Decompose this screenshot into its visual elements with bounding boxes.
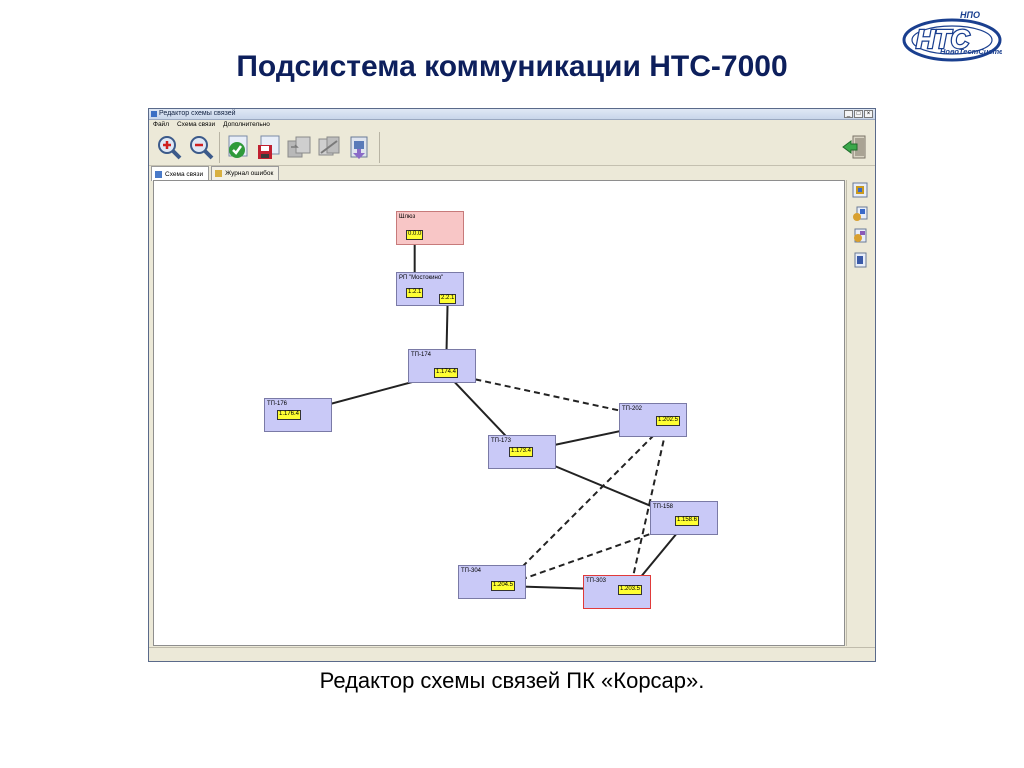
app-icon xyxy=(151,111,157,117)
logo-main-text: НТС xyxy=(916,24,971,54)
panel-icon-3[interactable] xyxy=(852,228,868,244)
tab-schema-label: Схема связи xyxy=(165,170,204,178)
exit-icon[interactable] xyxy=(841,133,869,161)
tab-error-log-label: Журнал ошибок xyxy=(225,170,274,177)
zoom-in-icon[interactable] xyxy=(155,133,183,161)
logo-top-text: НПО xyxy=(960,10,980,20)
port[interactable]: 1.2.1 xyxy=(406,288,424,298)
toolbar-separator xyxy=(219,132,220,163)
node-tp173[interactable]: ТП-173 1.173.4 xyxy=(488,435,556,469)
window-titlebar[interactable]: Редактор схемы связей _ □ × xyxy=(149,109,875,120)
menu-schema[interactable]: Схема связи xyxy=(176,121,216,128)
node-label: ТП-303 xyxy=(586,578,606,584)
node-tp303[interactable]: ТП-303 1.203.5 xyxy=(583,575,651,609)
node-label: ТП-202 xyxy=(622,406,642,412)
maximize-button[interactable]: □ xyxy=(854,110,863,118)
port[interactable]: 1.173.4 xyxy=(509,447,534,457)
panel-icon-1[interactable] xyxy=(852,182,868,198)
node-tp202[interactable]: ТП-202 1.202.5 xyxy=(619,403,687,437)
schema-tab-icon xyxy=(155,170,162,178)
port[interactable]: 1.203.5 xyxy=(618,585,643,595)
node-tp304[interactable]: ТП-304 1.204.5 xyxy=(458,565,526,599)
port[interactable]: 1.202.5 xyxy=(656,416,681,426)
port[interactable]: 0.0.0 xyxy=(406,230,424,240)
node-tp176[interactable]: ТП-176 1.176.4 xyxy=(264,398,332,432)
window-title: Редактор схемы связей xyxy=(159,110,236,117)
node-label: ТП-173 xyxy=(491,438,511,444)
status-bar xyxy=(149,647,875,659)
node-rp[interactable]: РП "Мостокино" 1.2.1 2.2.1 xyxy=(396,272,464,306)
toolbar xyxy=(149,130,875,166)
node-label: РП "Мостокино" xyxy=(399,275,444,281)
error-log-tab-icon xyxy=(215,170,223,177)
port[interactable]: 1.174.4 xyxy=(434,368,459,378)
company-logo: НПО НТС НовоТестСистемы xyxy=(902,10,1002,62)
tab-strip: Схема связи Журнал ошибок xyxy=(151,166,280,181)
export-icon[interactable] xyxy=(345,133,373,161)
tab-schema[interactable]: Схема связи xyxy=(151,166,210,181)
port[interactable]: 1.176.4 xyxy=(277,410,302,420)
zoom-out-icon[interactable] xyxy=(187,133,215,161)
node-label: Шлюз xyxy=(399,214,416,220)
save-icon[interactable] xyxy=(255,133,283,161)
node-gw[interactable]: Шлюз 0.0.0 xyxy=(396,211,464,245)
toolbar-separator xyxy=(379,132,380,163)
schema-editor-window: Редактор схемы связей _ □ × Файл Схема с… xyxy=(148,108,876,662)
panel-icon-2[interactable] xyxy=(852,206,868,222)
link-line[interactable] xyxy=(445,372,669,422)
node-label: ТП-304 xyxy=(461,568,481,574)
apply-icon[interactable] xyxy=(225,133,253,161)
schema-canvas[interactable]: Шлюз 0.0.0 РП "Мостокино" 1.2.1 2.2.1 ТП… xyxy=(153,180,845,646)
link-line[interactable] xyxy=(629,420,669,591)
slide-caption: Редактор схемы связей ПК «Корсар». xyxy=(319,668,705,693)
port[interactable]: 1.204.5 xyxy=(491,581,516,591)
port[interactable]: 1.158.6 xyxy=(675,516,700,526)
node-tp174[interactable]: ТП-174 1.174.4 xyxy=(408,349,476,383)
minimize-button[interactable]: _ xyxy=(844,110,853,118)
port[interactable]: 2.2.1 xyxy=(439,294,457,304)
panel-icon-4[interactable] xyxy=(852,252,868,268)
close-button[interactable]: × xyxy=(864,110,873,118)
slide-title: Подсистема коммуникации НТС-7000 xyxy=(236,50,788,83)
node-label: ТП-158 xyxy=(653,504,673,510)
tab-error-log[interactable]: Журнал ошибок xyxy=(211,166,280,180)
menu-bar: Файл Схема связи Дополнительно xyxy=(149,120,875,129)
copy-icon[interactable] xyxy=(285,133,313,161)
node-label: ТП-174 xyxy=(411,352,431,358)
node-label: ТП-176 xyxy=(267,401,287,407)
side-panel xyxy=(846,180,872,646)
link-line[interactable] xyxy=(502,420,669,587)
menu-file[interactable]: Файл xyxy=(153,121,169,128)
node-tp158[interactable]: ТП-158 1.158.6 xyxy=(650,501,718,535)
disconnect-icon[interactable] xyxy=(315,133,343,161)
menu-extra[interactable]: Дополнительно xyxy=(223,121,270,128)
logo-sub-text: НовоТестСистемы xyxy=(940,47,1002,56)
